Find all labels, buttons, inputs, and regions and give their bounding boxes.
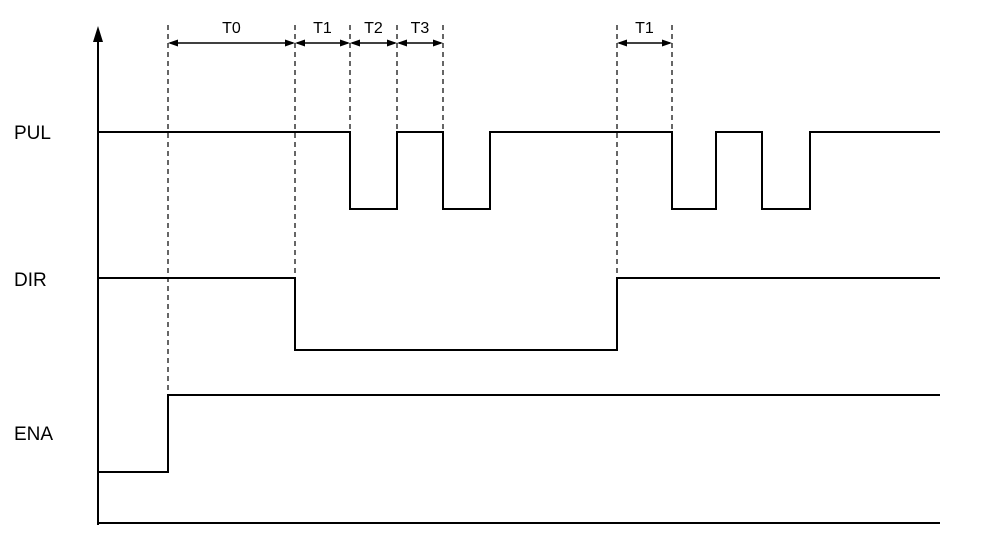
signal-label-dir: DIR [14, 270, 47, 291]
y-axis-arrow-icon [93, 26, 103, 42]
timing-arrowhead-left-icon-1 [295, 39, 305, 47]
timing-arrowhead-right-icon-3 [433, 39, 443, 47]
timing-label-3: T3 [411, 20, 430, 37]
timing-label-1: T1 [313, 20, 332, 37]
dir-waveform [98, 277, 940, 351]
timing-label-4: T1 [635, 20, 654, 37]
timing-arrowhead-right-icon-2 [387, 39, 397, 47]
signal-label-pul: PUL [14, 123, 51, 144]
pul-waveform [98, 131, 940, 210]
timing-arrowhead-left-icon-0 [168, 39, 178, 47]
timing-arrowhead-left-icon-2 [350, 39, 360, 47]
timing-arrowhead-right-icon-4 [662, 39, 672, 47]
timing-label-2: T2 [364, 20, 383, 37]
timing-arrowhead-right-icon-0 [285, 39, 295, 47]
signal-label-ena: ENA [14, 424, 53, 445]
timing-arrowhead-right-icon-1 [340, 39, 350, 47]
ena-waveform [98, 394, 940, 473]
timing-arrowhead-left-icon-3 [397, 39, 407, 47]
timing-label-0: T0 [222, 20, 241, 37]
timing-arrowhead-left-icon-4 [617, 39, 627, 47]
